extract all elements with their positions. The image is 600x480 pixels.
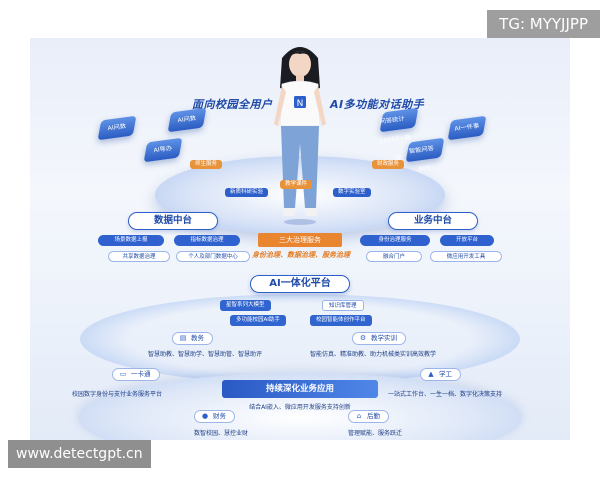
data-center-item-4: 个人及部门数据中心 (176, 251, 250, 262)
section-studentwork: ▲ 学工 (420, 368, 461, 381)
ai-platform-header: AI一体化平台 (250, 275, 350, 293)
data-center-item-1: 场景数据上报 (98, 235, 164, 246)
section-studentwork-label: 学工 (439, 370, 452, 378)
ai-platform-item-2: 知识库管理 (322, 300, 364, 311)
ai-platform-item-1: 星智系列大模型 (220, 300, 271, 311)
ai-platform-item-3: 多功能校园AI助手 (230, 315, 286, 326)
section-experiment-label: 教学实训 (371, 334, 397, 342)
section-teaching: ▤ 教务 (172, 332, 213, 345)
deep-apps-subtitle: 结合AI嵌入、微应用开发服务支持创新 (249, 404, 351, 411)
pod-right-2: 数字实验室 (333, 188, 371, 197)
home-icon: ⌂ (356, 412, 362, 420)
gear-icon: ⚙ (359, 334, 367, 342)
section-logistics-label: 后勤 (367, 412, 380, 420)
avatar: N (274, 47, 326, 225)
pod-center: 教学课件 (280, 180, 313, 189)
deep-apps-title: 持续深化业务应用 (222, 380, 378, 398)
bottom-watermark: www.detectgpt.cn (8, 440, 151, 468)
section-teaching-desc: 智慧助教、智慧助学、智慧助管、智慧助评 (148, 351, 263, 358)
section-onecard-desc: 校园数字身份与支付业务服务平台 (72, 391, 163, 398)
float-cube-left-3: AI导办 (143, 137, 183, 163)
float-cube-right-3: 智能问答APP (405, 137, 445, 173)
section-logistics-desc: 管理赋能、服务跃迁 (348, 430, 403, 437)
architecture-diagram: 面向校园全用户 AI多功能对话助手 N AI问数 AI问数 AI导办 AI一件事… (30, 38, 570, 440)
data-center-header: 数据中台 (128, 212, 218, 230)
float-cube-left-2: AI问数 (167, 107, 207, 133)
book-icon: ▤ (179, 334, 187, 342)
float-cube-right-1: AI一件事 (447, 115, 487, 141)
ai-platform-item-4: 校园智能体创作平台 (310, 315, 372, 326)
coin-icon: ● (201, 412, 209, 420)
data-center-item-3: 共享数据治理 (108, 251, 170, 262)
data-center-item-2: 指标数据治理 (174, 235, 240, 246)
pod-left: 师生服务 (190, 160, 223, 169)
section-finance-desc: 数智校园、慧控业财 (194, 430, 249, 437)
business-center-header: 业务中台 (388, 212, 478, 230)
shirt-logo-text: N (297, 99, 304, 109)
headline-left: 面向校园全用户 (192, 98, 273, 111)
section-studentwork-desc: 一站式工作台、一生一档、数字化决策支持 (388, 391, 503, 398)
section-experiment: ⚙ 教学实训 (352, 332, 406, 345)
section-experiment-desc: 智能仿真、精准助教、助力机械类实训高效教学 (310, 351, 437, 358)
top-watermark: TG: MYYJJPP (487, 10, 600, 38)
pod-left-2: 新质科研实验 (225, 188, 269, 197)
headline-right: AI多功能对话助手 (330, 98, 425, 111)
section-logistics: ⌂ 后勤 (348, 410, 389, 423)
governance-title: 三大治理服务 (258, 233, 342, 247)
section-onecard-label: 一卡通 (131, 370, 151, 378)
float-cube-right-2: 问答统计10000+指标 (379, 107, 419, 162)
business-center-item-1: 身份治理服务 (360, 235, 430, 246)
section-finance: ● 财务 (194, 410, 235, 423)
business-center-item-2: 开放平台 (440, 235, 494, 246)
pod-right: 财政服务 (372, 160, 405, 169)
section-teaching-label: 教务 (191, 334, 204, 342)
business-center-item-4: 微应用开发工具 (430, 251, 502, 262)
section-finance-label: 财务 (213, 412, 226, 420)
business-center-item-3: 融合门户 (366, 251, 422, 262)
float-cube-left-1: AI问数 (97, 115, 137, 141)
governance-subtitle: 身份治理、数据治理、服务治理 (252, 251, 350, 259)
section-onecard: ▭ 一卡通 (112, 368, 160, 381)
grad-icon: ▲ (428, 370, 434, 378)
card-icon: ▭ (119, 370, 127, 378)
